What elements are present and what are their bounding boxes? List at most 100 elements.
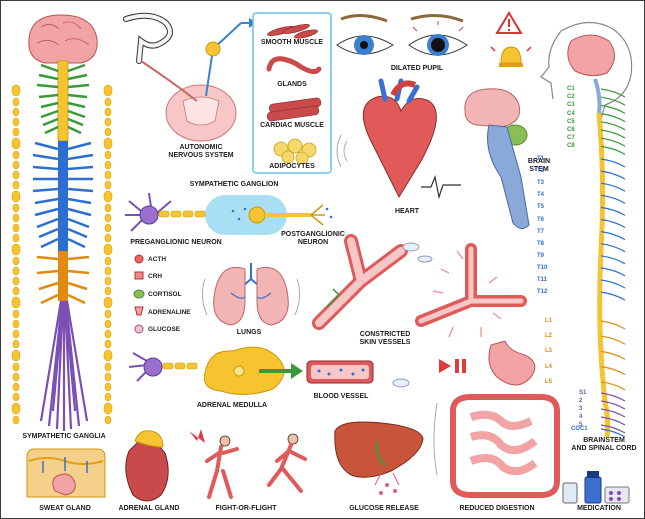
spine-level-cervical: C1: [567, 86, 575, 92]
ganglion-bead: [12, 266, 20, 276]
label-medication: MEDICATION: [577, 505, 621, 512]
ganglion-bead: [12, 107, 20, 117]
ganglion-bead: [11, 84, 21, 97]
ganglion-bead: [104, 309, 112, 319]
ganglion-bead: [104, 339, 112, 349]
ganglion-bead: [104, 276, 112, 286]
spinal-nerve: [600, 416, 626, 426]
ganglion-bead: [12, 97, 20, 107]
label-constricted-skin-vessels: CONSTRICTED SKIN VESSELS: [359, 331, 411, 346]
brain-stem-illustration: [464, 88, 530, 229]
ganglion-bead: [11, 137, 21, 150]
spine-level-cervical: C8: [567, 143, 575, 150]
spinal-nerve: [600, 218, 626, 229]
spine-level-cervical: C2: [567, 94, 575, 101]
spinal-chain-illustration: [11, 14, 113, 431]
ganglion-bead: [11, 190, 21, 203]
alarm-bell-icon: [490, 46, 532, 67]
ganglion-bead: [12, 329, 20, 339]
ganglion-bead: [104, 286, 112, 296]
label-sweat-gland: SWEAT GLAND: [39, 505, 91, 512]
spinal-nerve: [600, 88, 626, 98]
spine-level-lumbar: L3: [545, 348, 553, 355]
spine-level-lumbar: L5: [545, 378, 553, 385]
ganglion-bead: [11, 402, 21, 415]
label-adrenal-gland: ADRENAL GLAND: [118, 505, 180, 512]
ganglion-bead: [103, 84, 113, 97]
ganglion-bead: [104, 213, 112, 223]
autonomic-nervous-system-illustration: [123, 12, 257, 142]
ganglion-bead: [11, 243, 21, 256]
label-preganglionic-neuron: PREGANGLIONIC NEURON: [130, 239, 222, 246]
digestion-illustration: [433, 340, 560, 498]
label-dilated-pupil: DILATED PUPIL: [390, 65, 444, 72]
spine-level-cervical: C3: [567, 102, 575, 109]
ganglion-bead: [104, 266, 112, 276]
lungs-illustration: [201, 263, 301, 326]
label-fight-or-flight: FIGHT-OR-FLIGHT: [215, 505, 277, 512]
head-spinal-cord-illustration: [540, 21, 633, 438]
spinal-nerve: [600, 182, 626, 192]
label-brainstem-spinal-cord: BRAINSTEM AND SPINAL CORD: [571, 437, 637, 452]
spine-level-thoracic: T12: [537, 289, 548, 296]
spinal-nerve: [600, 145, 626, 155]
adrenal-gland-illustration: [125, 430, 169, 502]
spine-level-thoracic: T4: [537, 192, 545, 199]
spine-level-thoracic: T10: [537, 264, 548, 271]
spine-level-lumbar: L2: [545, 333, 553, 340]
label-blood-vessel: BLOOD VESSEL: [313, 393, 369, 400]
spinal-nerve: [600, 170, 626, 180]
ganglion-bead: [103, 402, 113, 415]
label-heart: HEART: [394, 208, 420, 215]
spinal-nerve: [600, 279, 626, 289]
spinal-nerve: [600, 206, 626, 216]
ganglion-bead: [12, 372, 20, 382]
spinal-nerve: [600, 408, 626, 418]
spine-level-thoracic: T6: [537, 216, 545, 223]
spinal-nerve: [600, 243, 626, 253]
ganglion-bead: [104, 256, 112, 266]
ganglion-bead: [12, 362, 20, 372]
fight-or-flight-illustration: [189, 429, 307, 499]
spinal-nerve: [600, 194, 626, 204]
sympathetic-ganglion-illustration: [125, 192, 333, 235]
ganglion-bead: [104, 117, 112, 127]
spinal-nerve: [600, 158, 626, 168]
ganglion-bead: [104, 107, 112, 117]
skin-vessels-illustration: [312, 234, 527, 338]
ganglion-bead: [12, 203, 20, 213]
spine-level-thoracic: T11: [537, 277, 548, 283]
spine-level-sacral: 2: [579, 398, 583, 404]
ganglion-bead: [103, 296, 113, 309]
spine-level-cervical: C7: [567, 135, 575, 142]
spinal-nerve: [600, 366, 626, 376]
spine-level-sacral: S1: [579, 390, 587, 396]
ganglion-bead: [12, 382, 20, 392]
spinal-nerve: [600, 104, 626, 114]
spinal-nerve: [600, 113, 626, 123]
spine-level-thoracic: T9: [537, 252, 545, 259]
liver-illustration: [334, 421, 424, 495]
label-adrenal-medulla: ADRENAL MEDULLA: [196, 402, 268, 409]
spinal-nerve: [600, 96, 626, 106]
ganglion-bead: [104, 362, 112, 372]
ganglion-bead: [11, 296, 21, 309]
ganglion-bead: [12, 160, 20, 170]
spinal-nerve: [600, 129, 626, 139]
ganglion-bead: [12, 223, 20, 233]
spine-level-cervical: C6: [567, 127, 575, 133]
ganglion-bead: [12, 150, 20, 160]
sweat-gland-illustration: [26, 448, 106, 498]
hormone-glucose: GLUCOSE: [148, 326, 181, 333]
label-brain-stem: BRAIN STEM: [527, 158, 551, 173]
label-postganglionic-neuron: POSTGANGLIONIC NEURON: [281, 231, 345, 246]
ganglion-bead: [104, 127, 112, 137]
eyes-illustration: [336, 14, 468, 56]
hormone-cortisol: CORTISOL: [148, 291, 182, 298]
spine-level-sacral: 5: [579, 422, 583, 428]
ganglion-bead: [12, 180, 20, 190]
spinal-nerve: [600, 121, 626, 131]
warning-sign-icon: [495, 11, 523, 34]
ganglion-bead: [12, 276, 20, 286]
